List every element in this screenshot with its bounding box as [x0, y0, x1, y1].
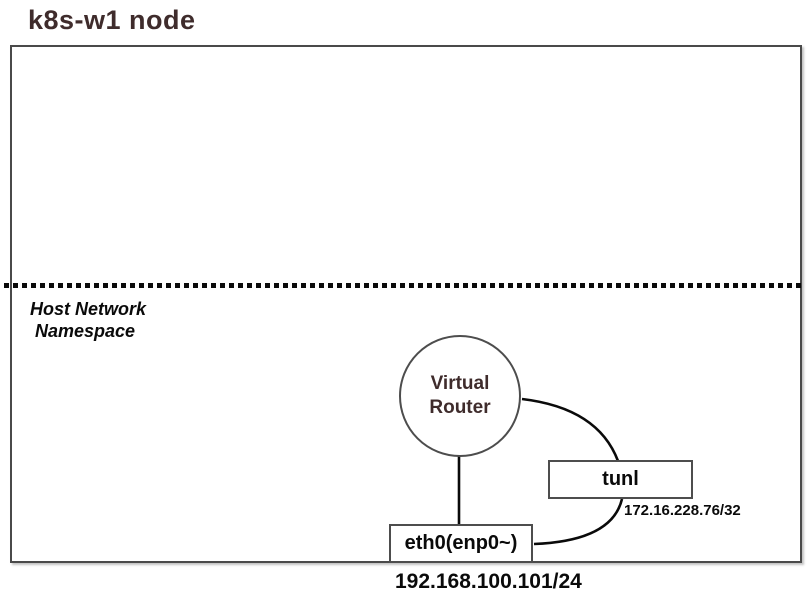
virtual-router-node: Virtual Router [399, 335, 521, 457]
eth0-interface-box: eth0(enp0~) [389, 524, 533, 563]
tunl-ip-address: 172.16.228.76/32 [624, 502, 741, 519]
eth0-ip-address: 192.168.100.101/24 [395, 570, 582, 593]
tunl-interface-label: tunl [602, 468, 639, 490]
virtual-router-label: Virtual Router [429, 373, 491, 418]
tunl-interface-box: tunl [548, 460, 693, 499]
page-title: k8s-w1 node [28, 5, 196, 35]
eth0-interface-label: eth0(enp0~) [404, 532, 518, 554]
host-network-namespace-label: Host Network Namespace [30, 299, 147, 341]
namespace-divider-dotted-line [4, 283, 804, 288]
